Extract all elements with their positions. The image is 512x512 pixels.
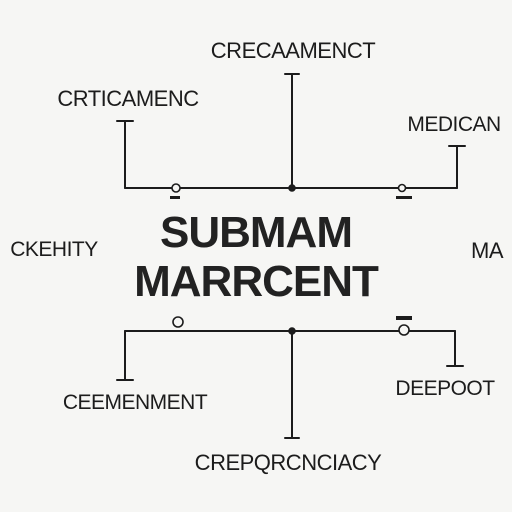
center-title-line1: SUBMAM xyxy=(160,208,353,257)
label-top-left: CRTICAMENC xyxy=(57,86,199,111)
lower-right-marker xyxy=(396,316,412,320)
center-title-line2: MARRCENT xyxy=(134,257,379,306)
label-bottom-right: DEEPOOT xyxy=(395,377,495,400)
upper-right-marker xyxy=(396,196,412,199)
lower-node-center xyxy=(288,327,296,335)
label-right: MA xyxy=(471,238,504,263)
label-bottom: CREPQRCNCIACY xyxy=(194,450,382,475)
lower-node-right xyxy=(398,324,410,336)
label-bottom-left: CEEMENMENT xyxy=(62,391,208,414)
label-top-right: MEDICAN xyxy=(407,113,501,136)
upper-node-left xyxy=(171,183,181,193)
label-top: CRECAAMENCT xyxy=(210,38,376,63)
upper-node-center xyxy=(288,184,296,192)
lower-node-left xyxy=(172,316,184,328)
upper-node-right xyxy=(397,183,407,193)
upper-left-marker xyxy=(170,196,180,199)
label-left: CKEHITY xyxy=(10,238,98,261)
